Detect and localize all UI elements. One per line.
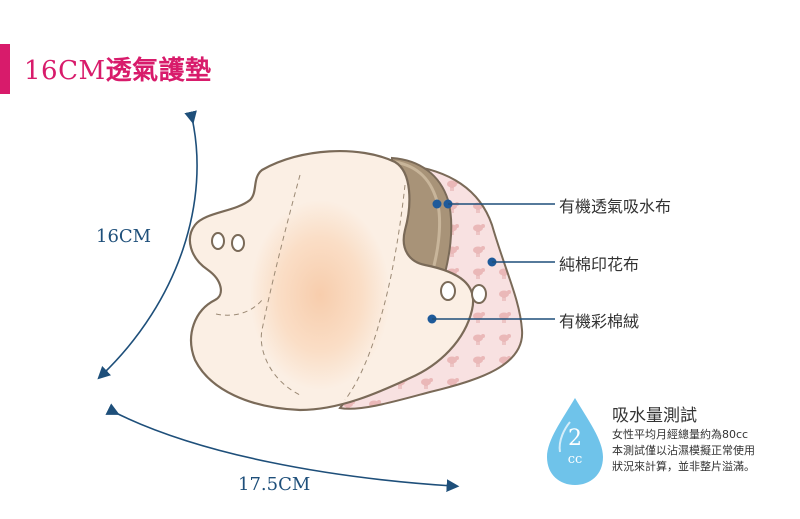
snap-left-2: [231, 234, 245, 252]
title-accent-bar: [0, 44, 10, 94]
snap-left-1: [211, 232, 225, 250]
callout-lines: [427, 199, 555, 324]
absorb-test-title: 吸水量測試: [612, 406, 697, 426]
callout-cotton-print: 純棉印花布: [559, 255, 640, 274]
callout-organic-fleece: 有機彩棉絨: [559, 312, 640, 331]
absorb-test-note: 女性平均月經總量約為80cc 本測試僅以沾濕模擬正常使用 狀況來計算，並非整片溢…: [612, 427, 792, 475]
drop-unit: cc: [567, 452, 583, 467]
absorbent-core: [250, 200, 390, 390]
width-label: 17.5CM: [238, 474, 311, 495]
snap-right-1: [440, 281, 456, 301]
title-name: 透氣護墊: [105, 56, 212, 86]
absorb-note-line: 女性平均月經總量約為80cc: [612, 428, 749, 441]
absorb-note-line: 本測試僅以沾濕模擬正常使用: [612, 444, 755, 457]
stitch-line: [260, 174, 301, 396]
drop-amount: 2: [568, 426, 582, 451]
height-arrow: [97, 110, 198, 380]
water-drop-icon: [547, 398, 603, 485]
snap-right-2: [471, 284, 487, 304]
callout-organic-absorbent: 有機透氣吸水布: [559, 197, 672, 216]
title-size: 16CM: [24, 56, 106, 86]
page-title: 16CM透氣護墊: [24, 50, 212, 87]
height-label: 16CM: [96, 226, 152, 247]
absorb-note-line: 狀況來計算，並非整片溢滿。: [612, 460, 755, 473]
width-arrow: [105, 403, 460, 492]
